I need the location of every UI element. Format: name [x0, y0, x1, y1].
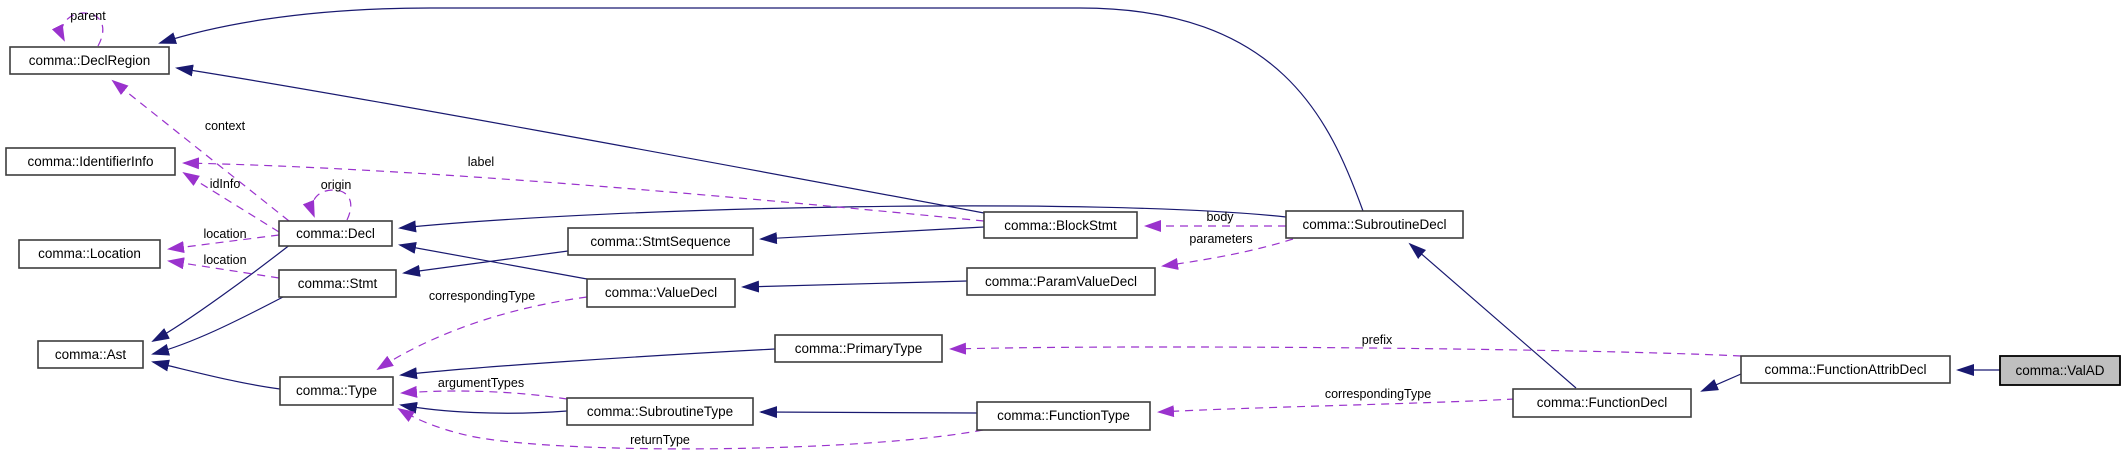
node-comma-functiondecl[interactable]: comma::FunctionDecl [1512, 388, 1692, 418]
node-comma-subroutinetype[interactable]: comma::SubroutineType [566, 397, 754, 426]
edge-returntype [397, 407, 984, 450]
svg-text:comma::IdentifierInfo: comma::IdentifierInfo [27, 154, 153, 169]
edge-location-from-decl [167, 234, 280, 254]
edge-blockstmt-to-declregion [175, 64, 985, 214]
edge-location-from-stmt [167, 257, 280, 279]
edge-parameters [1161, 238, 1294, 270]
svg-text:comma::FunctionAttribDecl: comma::FunctionAttribDecl [1764, 362, 1926, 377]
node-comma-ast[interactable]: comma::Ast [37, 340, 144, 369]
edge-label-context: context [205, 119, 246, 133]
edge-stmtsequence-to-stmt [402, 250, 569, 277]
edge-label-idinfo: idInfo [210, 177, 241, 191]
edge-label-correspondingtype-function: correspondingType [1325, 387, 1431, 401]
node-comma-decl[interactable]: comma::Decl [278, 220, 393, 247]
edge-correspondingtype-functiondecl [1157, 398, 1516, 418]
svg-text:comma::BlockStmt: comma::BlockStmt [1004, 218, 1117, 233]
edge-label-location-stmt: location [203, 253, 246, 267]
edge-valuedecl-to-decl [398, 241, 588, 280]
svg-text:comma::ValueDecl: comma::ValueDecl [605, 285, 717, 300]
edge-label [182, 157, 985, 222]
svg-text:comma::Stmt: comma::Stmt [298, 276, 378, 291]
edge-parent-self-loop [51, 12, 104, 47]
edge-functionattribdecl-to-functiondecl [1700, 373, 1742, 392]
svg-text:comma::SubroutineDecl: comma::SubroutineDecl [1302, 217, 1446, 232]
edge-decl-to-ast [151, 243, 292, 342]
svg-text:comma::StmtSequence: comma::StmtSequence [590, 234, 730, 249]
edge-type-to-ast [151, 359, 281, 390]
edge-argumenttypes [400, 385, 568, 400]
edge-stmt-to-ast [151, 296, 284, 356]
edge-subroutinedecl-to-declregion [158, 7, 1364, 212]
edge-label-parent: parent [70, 9, 106, 23]
edge-idinfo [182, 171, 280, 233]
edge-label-prefix: prefix [1362, 333, 1393, 347]
node-comma-declregion[interactable]: comma::DeclRegion [9, 46, 170, 75]
edge-context [111, 79, 290, 222]
edge-label-parameters: parameters [1189, 232, 1252, 246]
edge-primarytype-to-type [399, 348, 776, 380]
svg-text:comma::ParamValueDecl: comma::ParamValueDecl [985, 274, 1137, 289]
node-comma-subroutinedecl[interactable]: comma::SubroutineDecl [1285, 210, 1464, 239]
edge-paramvaluedecl-to-valuedecl [741, 280, 968, 293]
node-comma-stmtsequence[interactable]: comma::StmtSequence [567, 227, 754, 256]
node-comma-valad: comma::ValAD [1999, 355, 2121, 386]
edge-subroutinetype-to-type [399, 401, 568, 414]
svg-text:comma::FunctionType: comma::FunctionType [997, 408, 1130, 423]
edge-label-label: label [468, 155, 494, 169]
node-comma-location[interactable]: comma::Location [18, 239, 161, 269]
svg-text:comma::Type: comma::Type [296, 383, 377, 398]
svg-text:comma::Ast: comma::Ast [55, 347, 127, 362]
edge-functiondecl-to-subroutinedecl [1408, 242, 1577, 389]
node-comma-paramvaluedecl[interactable]: comma::ParamValueDecl [966, 267, 1156, 296]
node-comma-functiontype[interactable]: comma::FunctionType [976, 401, 1151, 431]
svg-text:comma::Location: comma::Location [38, 246, 141, 261]
svg-text:comma::PrimaryType: comma::PrimaryType [795, 341, 923, 356]
edge-label-correspondingtype-value: correspondingType [429, 289, 535, 303]
node-comma-functionattribdecl[interactable]: comma::FunctionAttribDecl [1740, 355, 1951, 384]
edge-subroutinedecl-to-decl [398, 205, 1287, 233]
edge-prefix [949, 342, 1742, 357]
edge-correspondingtype-valuedecl [376, 296, 588, 371]
edge-functiontype-to-subroutinetype [759, 406, 978, 419]
svg-text:comma::SubroutineType: comma::SubroutineType [587, 404, 733, 419]
edge-blockstmt-to-stmtsequence [759, 226, 985, 245]
edge-label-origin: origin [321, 178, 352, 192]
edge-label-returntype: returnType [630, 433, 690, 447]
node-comma-blockstmt[interactable]: comma::BlockStmt [983, 211, 1138, 239]
svg-text:comma::Decl: comma::Decl [296, 226, 375, 241]
svg-text:comma::ValAD: comma::ValAD [2015, 363, 2104, 378]
edge-label-argumenttypes: argumentTypes [438, 376, 524, 390]
node-comma-type[interactable]: comma::Type [279, 376, 394, 406]
node-comma-valuedecl[interactable]: comma::ValueDecl [586, 278, 736, 308]
edge-origin-self-loop [302, 189, 352, 221]
edge-label-location-decl: location [203, 227, 246, 241]
node-comma-identifierinfo[interactable]: comma::IdentifierInfo [5, 147, 176, 176]
svg-text:comma::FunctionDecl: comma::FunctionDecl [1537, 395, 1668, 410]
edge-label-body: body [1206, 210, 1234, 224]
node-comma-primarytype[interactable]: comma::PrimaryType [774, 334, 943, 363]
node-comma-stmt[interactable]: comma::Stmt [278, 269, 397, 298]
svg-text:comma::DeclRegion: comma::DeclRegion [29, 53, 151, 68]
